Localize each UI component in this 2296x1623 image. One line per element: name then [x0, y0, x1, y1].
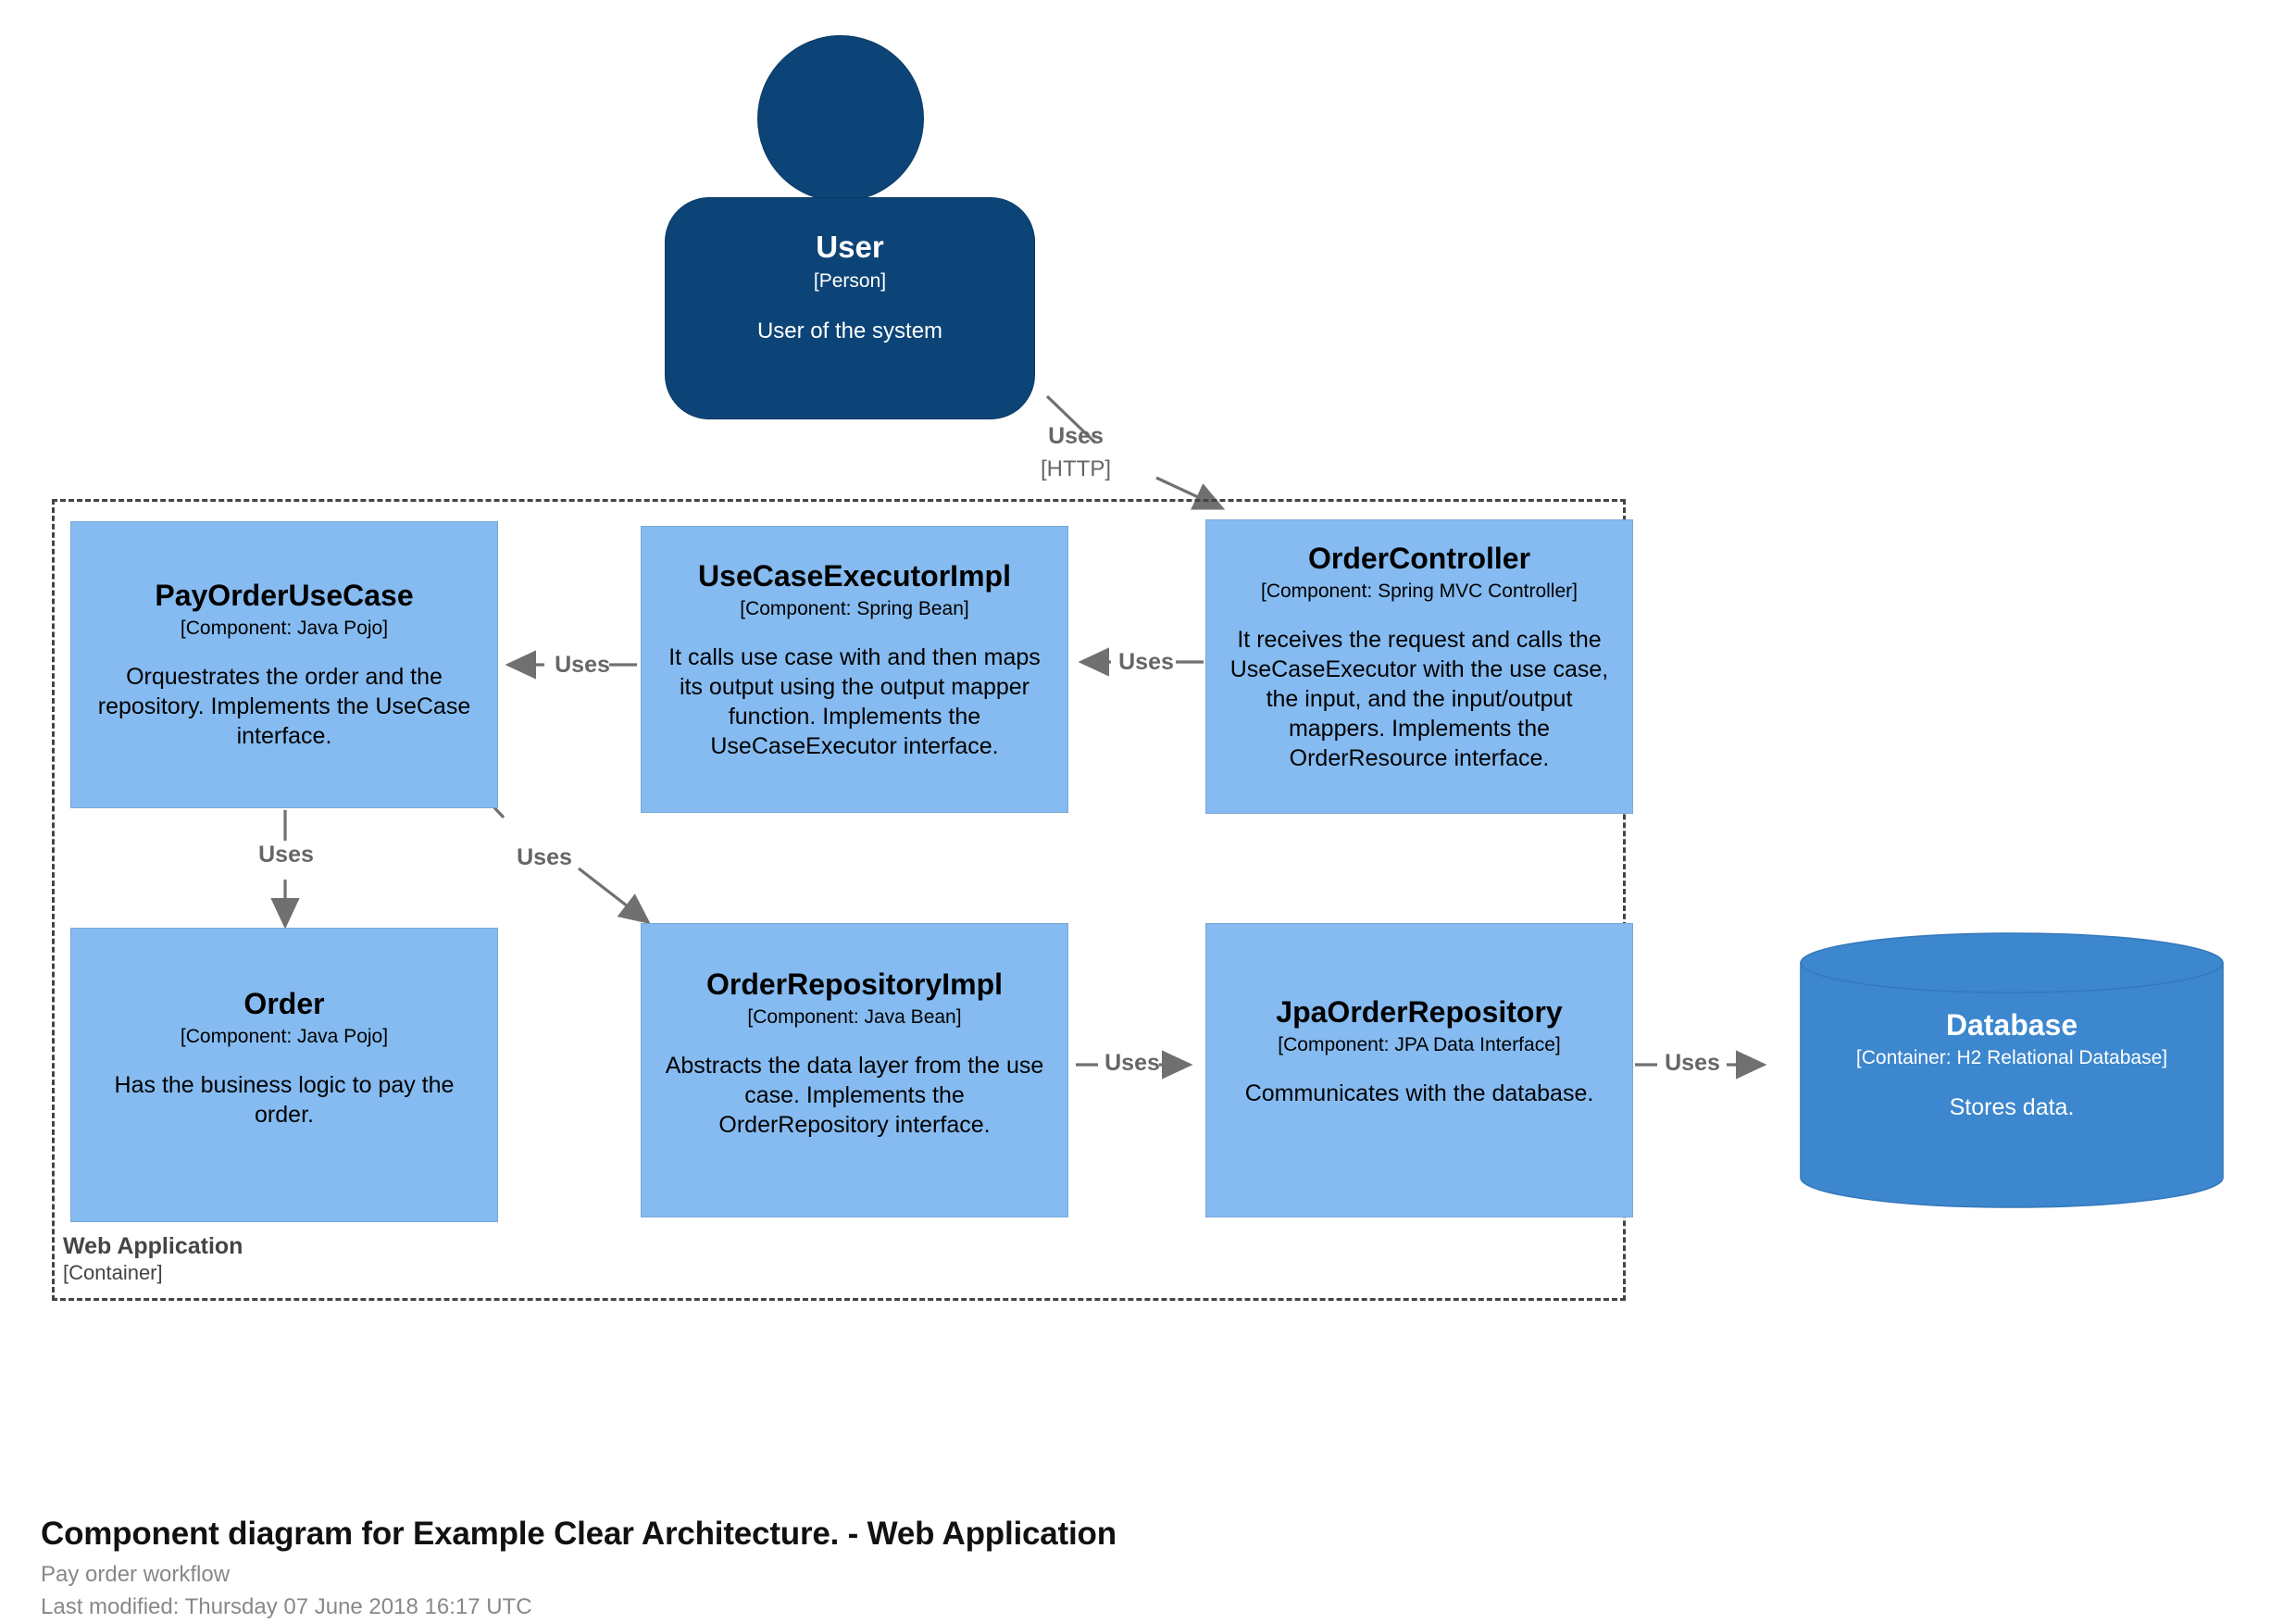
component-description: Communicates with the database.: [1244, 1080, 1594, 1107]
component-use-case-executor-impl[interactable]: UseCaseExecutorImpl [Component: Spring B…: [641, 526, 1068, 813]
component-tech: [Component: Spring Bean]: [740, 597, 969, 619]
component-tech: [Component: Java Bean]: [747, 1005, 962, 1028]
relationship-label-use-case-executor-to-pay-order-use-case: Uses: [541, 652, 624, 679]
component-description: Orquestrates the order and the repositor…: [97, 664, 471, 750]
relationship-label-jpa-order-repository-to-database: Uses: [1651, 1050, 1734, 1077]
person-name: User: [816, 230, 884, 264]
person-head-icon: [757, 35, 924, 202]
component-order-repository-impl[interactable]: OrderRepositoryImpl [Component: Java Bea…: [641, 923, 1068, 1217]
component-jpa-order-repository[interactable]: JpaOrderRepository [Component: JPA Data …: [1205, 923, 1633, 1217]
component-pay-order-use-case[interactable]: PayOrderUseCase [Component: Java Pojo] O…: [70, 521, 498, 808]
component-name: Order: [243, 987, 325, 1020]
relationship-label-text: Uses: [1665, 1050, 1720, 1076]
component-description: It calls use case with and then maps its…: [668, 644, 1041, 760]
diagram-title-block: Component diagram for Example Clear Arch…: [41, 1515, 1892, 1623]
relationship-label-text: Uses: [517, 844, 572, 870]
boundary-name: Web Application: [63, 1233, 243, 1259]
boundary-label: Web Application [Container]: [63, 1233, 563, 1285]
person-body: User [Person] User of the system: [665, 197, 1035, 419]
component-name: OrderController: [1307, 542, 1531, 575]
diagram-subtitle: Pay order workflow: [41, 1562, 231, 1587]
relationship-label-order-controller-to-use-case-executor: Uses: [1104, 649, 1188, 676]
relationship-label-text: Uses: [1104, 1050, 1160, 1076]
component-description: Abstracts the data layer from the use ca…: [665, 1053, 1044, 1139]
diagram-last-modified: Last modified: Thursday 07 June 2018 16:…: [41, 1594, 532, 1620]
component-tech: [Component: Java Pojo]: [180, 1025, 389, 1047]
relationship-label-user-to-order-controller: Uses [HTTP]: [1002, 423, 1150, 481]
relationship-label-pay-order-use-case-to-order: Uses: [244, 842, 328, 868]
component-tech: [Component: Java Pojo]: [180, 617, 389, 639]
person-tech: [Person]: [813, 269, 887, 292]
person-user[interactable]: User [Person] User of the system: [665, 35, 1035, 424]
component-tech: [Component: JPA Data Interface]: [1278, 1033, 1561, 1055]
relationship-label-text: Uses: [258, 842, 314, 868]
boundary-tech: [Container]: [63, 1261, 163, 1284]
component-order-controller[interactable]: OrderController [Component: Spring MVC C…: [1205, 519, 1633, 814]
relationship-label-order-repository-impl-to-jpa-order-repository: Uses: [1091, 1050, 1174, 1077]
component-order[interactable]: Order [Component: Java Pojo] Has the bus…: [70, 928, 498, 1222]
person-description: User of the system: [756, 318, 943, 344]
component-description: Has the business logic to pay the order.: [114, 1072, 455, 1129]
relationship-label-pay-order-use-case-to-order-repository-impl: Uses: [493, 844, 595, 871]
component-tech: [Component: Spring MVC Controller]: [1261, 580, 1578, 602]
relationship-label-text: Uses: [555, 652, 610, 678]
component-name: JpaOrderRepository: [1276, 995, 1563, 1029]
database-cylinder-icon: [1800, 932, 2224, 1208]
relationship-label-tech: [HTTP]: [1041, 456, 1111, 481]
diagram-title: Component diagram for Example Clear Arch…: [41, 1516, 1117, 1552]
container-database[interactable]: Database [Container: H2 Relational Datab…: [1799, 931, 2225, 1209]
component-description: It receives the request and calls the Us…: [1229, 627, 1609, 772]
component-name: OrderRepositoryImpl: [705, 968, 1004, 1001]
component-name: PayOrderUseCase: [155, 579, 414, 612]
relationship-label-text: Uses: [1048, 423, 1104, 449]
component-name: UseCaseExecutorImpl: [698, 559, 1011, 593]
relationship-label-text: Uses: [1118, 649, 1174, 675]
boundary-web-application: [52, 499, 1626, 1301]
